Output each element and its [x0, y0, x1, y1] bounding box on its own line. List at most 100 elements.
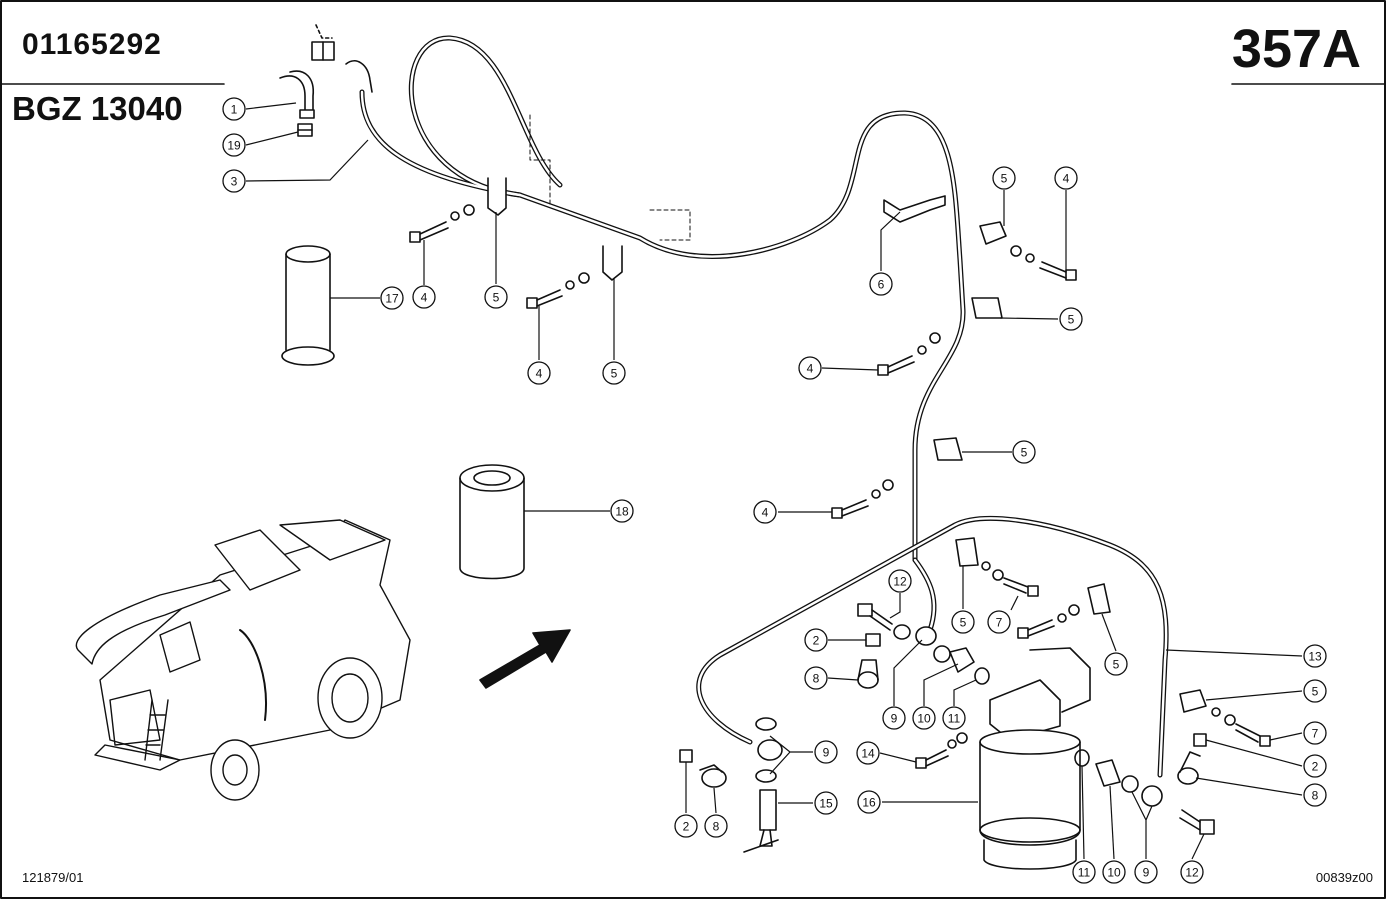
- callout-circle: [888, 569, 912, 593]
- callout-c9c: 9: [1134, 860, 1158, 884]
- callout-circle: [856, 741, 880, 765]
- callout-c8c: 8: [704, 814, 728, 838]
- drawing-reference-left: 121879/01: [22, 870, 84, 885]
- callout-number: 6: [878, 278, 885, 292]
- clamp-5c: [979, 221, 1007, 245]
- callout-circle: [527, 361, 551, 385]
- callout-circle: [753, 500, 777, 524]
- callout-circle: [1303, 721, 1327, 745]
- callout-c10a: 10: [912, 706, 936, 730]
- callout-number: 2: [683, 820, 690, 834]
- callout-circle: [484, 285, 508, 309]
- callout-circle: [1134, 860, 1158, 884]
- callout-c8b: 8: [1303, 783, 1327, 807]
- callout-number: 18: [615, 505, 629, 519]
- callout-c10b: 10: [1102, 860, 1126, 884]
- callout-c4e: 4: [753, 500, 777, 524]
- callout-c4c: 4: [1054, 166, 1078, 190]
- washer-9c: [1121, 775, 1163, 807]
- connector-fitting: [311, 24, 373, 93]
- callout-number: 3: [231, 175, 238, 189]
- callout-c5d: 5: [1059, 307, 1083, 331]
- callout-number: 4: [807, 362, 814, 376]
- callout-number: 11: [948, 712, 961, 726]
- callout-number: 2: [813, 634, 820, 648]
- callout-c7b: 7: [1303, 721, 1327, 745]
- callout-number: 5: [1113, 658, 1120, 672]
- callout-c18: 18: [610, 499, 634, 523]
- callout-c9b: 9: [814, 740, 838, 764]
- combine-harvester-sketch: [75, 519, 411, 801]
- drawing-reference-right: 00839z00: [1315, 870, 1373, 885]
- callout-circle: [987, 610, 1011, 634]
- callout-circle: [869, 272, 893, 296]
- callout-number: 9: [823, 746, 830, 760]
- callout-c5h: 5: [1303, 679, 1327, 703]
- page-number: 357A: [1231, 19, 1361, 79]
- callout-c9a: 9: [882, 706, 906, 730]
- callout-c6: 6: [869, 272, 893, 296]
- callout-c16: 16: [857, 790, 881, 814]
- drain-valve-15: [743, 789, 779, 853]
- callout-number: 9: [1143, 866, 1150, 880]
- callout-number: 15: [819, 797, 833, 811]
- callout-number: 5: [611, 367, 618, 381]
- callout-circle: [1303, 783, 1327, 807]
- bolt-4d: [877, 332, 941, 376]
- callout-number: 4: [536, 367, 543, 381]
- callout-c5b: 5: [602, 361, 626, 385]
- callout-number: 5: [1068, 313, 1075, 327]
- clamp-5e: [933, 437, 963, 461]
- callout-c4d: 4: [798, 356, 822, 380]
- callout-c5c: 5: [992, 166, 1016, 190]
- callout-c2c: 2: [674, 814, 698, 838]
- callout-circle: [1180, 860, 1204, 884]
- callout-circle: [1102, 860, 1126, 884]
- banjo-fitting-8c: [679, 749, 727, 788]
- bolt-4c: [1010, 245, 1077, 281]
- washer-9b: [755, 717, 783, 783]
- callout-circle: [1303, 754, 1327, 778]
- adapter-10a: [933, 645, 975, 673]
- bolt-7c: [1017, 604, 1080, 639]
- callout-number: 13: [1308, 650, 1322, 664]
- callout-c11a: 11: [942, 706, 966, 730]
- elbow-fitting-1: [279, 70, 315, 119]
- clamp-5h: [1179, 689, 1207, 713]
- callout-circle: [1104, 652, 1128, 676]
- filter-element-17: [281, 245, 335, 366]
- callout-c12a: 12: [888, 569, 912, 593]
- adapter-10b: [1095, 759, 1121, 787]
- callout-number: 10: [917, 712, 931, 726]
- callout-number: 4: [421, 291, 428, 305]
- callout-number: 16: [862, 796, 876, 810]
- callout-c17: 17: [380, 286, 404, 310]
- callout-circle: [674, 814, 698, 838]
- group-code: BGZ 13040: [12, 90, 183, 127]
- callout-c11b: 11: [1072, 860, 1096, 884]
- clamp-5d: [971, 297, 1003, 319]
- callout-circle: [882, 706, 906, 730]
- callout-number: 2: [1312, 760, 1319, 774]
- callout-number: 7: [1312, 727, 1319, 741]
- part-number: 01165292: [22, 28, 162, 61]
- callout-circle: [1072, 860, 1096, 884]
- callout-number: 12: [893, 575, 907, 589]
- callout-c14: 14: [856, 741, 880, 765]
- banjo-fitting-8a: [857, 633, 881, 689]
- bolt-7a: [981, 561, 1039, 597]
- callout-circle: [602, 361, 626, 385]
- callout-number: 5: [1001, 172, 1008, 186]
- callout-c1: 1: [222, 97, 246, 121]
- callout-c4b: 4: [527, 361, 551, 385]
- callout-circle: [912, 706, 936, 730]
- callout-circle: [380, 286, 404, 310]
- callout-circle: [222, 133, 246, 157]
- clamp-5a: [487, 177, 507, 216]
- callout-circle: [610, 499, 634, 523]
- bolt-4a: [409, 204, 475, 243]
- seal-11a: [974, 667, 990, 685]
- callout-circle: [804, 666, 828, 690]
